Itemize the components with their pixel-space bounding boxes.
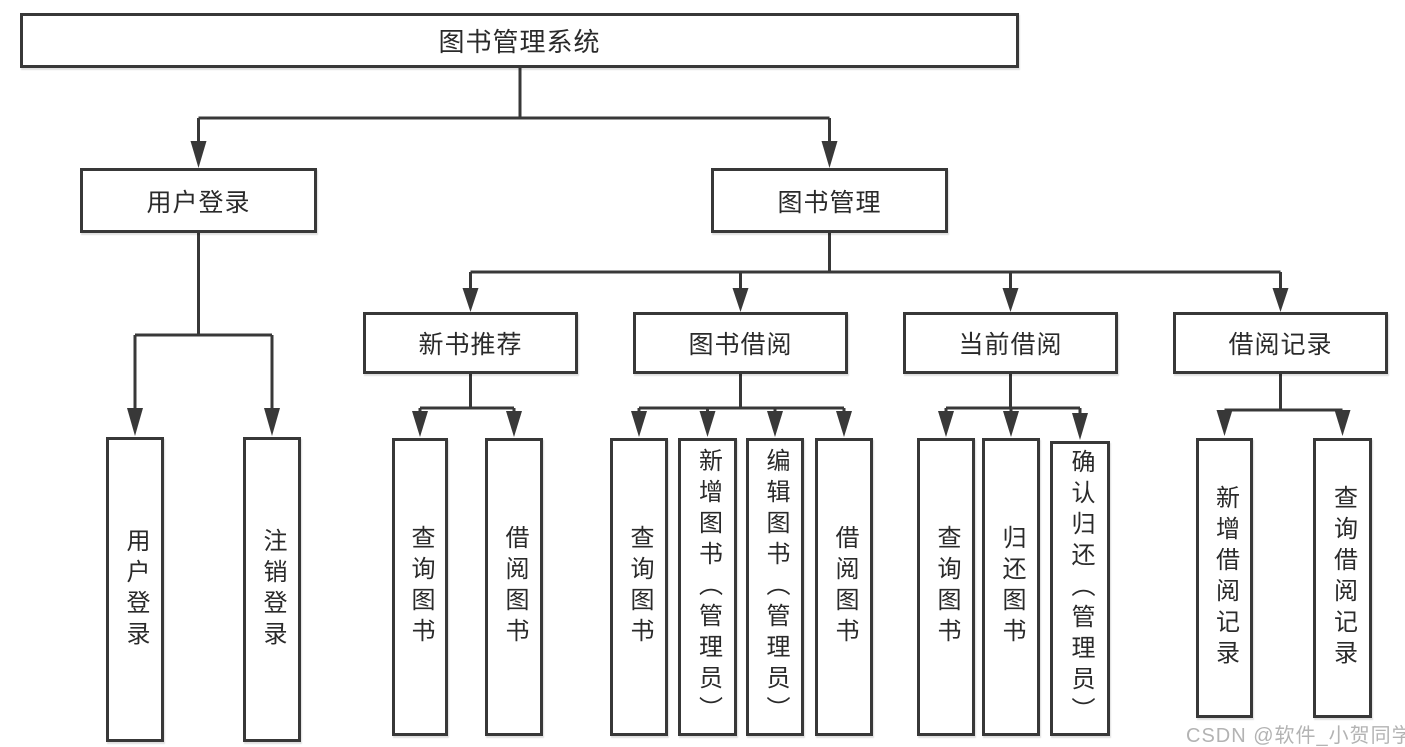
node-new-book-recommend: 新书推荐 (363, 312, 578, 374)
arrowhead (1072, 413, 1088, 440)
node-current-borrow: 当前借阅 (903, 312, 1118, 374)
arrowhead (631, 411, 647, 437)
node-root: 图书管理系统 (20, 13, 1019, 68)
leaf-current-return-book: 归还图书 (982, 438, 1040, 736)
connector-borrow-record-to-leaves (1224, 374, 1343, 412)
arrowhead (732, 288, 749, 312)
arrowhead (190, 141, 207, 168)
connector-current-borrow-to-leaves (944, 374, 1082, 416)
node-book-management: 图书管理 (711, 168, 948, 233)
arrowhead (836, 411, 852, 437)
node-borrow-record: 借阅记录 (1173, 312, 1388, 374)
arrowhead (1334, 410, 1351, 436)
node-book-borrow: 图书借阅 (633, 312, 848, 374)
leaf-recommend-borrow-book: 借阅图书 (485, 438, 543, 736)
arrowhead (412, 411, 428, 437)
watermark: CSDN @软件_小贺同学 (1186, 725, 1405, 747)
node-user-login: 用户登录 (80, 168, 317, 233)
arrowhead (127, 408, 143, 436)
arrowhead (1003, 411, 1019, 437)
arrowhead (767, 411, 783, 437)
leaf-borrow-edit-book: 编辑图书（管理员） (746, 438, 804, 736)
arrowhead (1002, 288, 1019, 312)
connector-new-book-recommend-to-leaves (418, 374, 516, 414)
leaf-current-confirm-return: 确认归还（管理员） (1050, 441, 1110, 736)
leaf-borrow-add-book: 新增图书（管理员） (678, 438, 737, 736)
leaf-recommend-query-book: 查询图书 (392, 438, 448, 736)
arrowhead (821, 141, 838, 168)
arrowhead (938, 411, 954, 437)
arrowhead (1216, 410, 1233, 436)
connector-book-management-to-level3 (469, 233, 1282, 292)
connector-book-borrow-to-leaves (637, 374, 846, 414)
arrowhead (1272, 288, 1289, 312)
leaf-borrow-borrow-book: 借阅图书 (815, 438, 873, 736)
arrowhead (506, 411, 522, 437)
connector-root-to-level2 (197, 68, 831, 146)
leaf-logout: 注销登录 (243, 437, 301, 742)
leaf-user-login: 用户登录 (106, 437, 164, 742)
arrowhead (462, 288, 479, 312)
connector-user-login-to-leaves (133, 233, 274, 412)
arrowhead (264, 408, 280, 436)
leaf-borrow-query-book: 查询图书 (610, 438, 668, 736)
arrowhead (699, 411, 716, 437)
leaf-current-query-book: 查询图书 (917, 438, 975, 736)
leaf-record-query-record: 查询借阅记录 (1313, 438, 1372, 718)
leaf-record-add-record: 新增借阅记录 (1196, 438, 1253, 718)
